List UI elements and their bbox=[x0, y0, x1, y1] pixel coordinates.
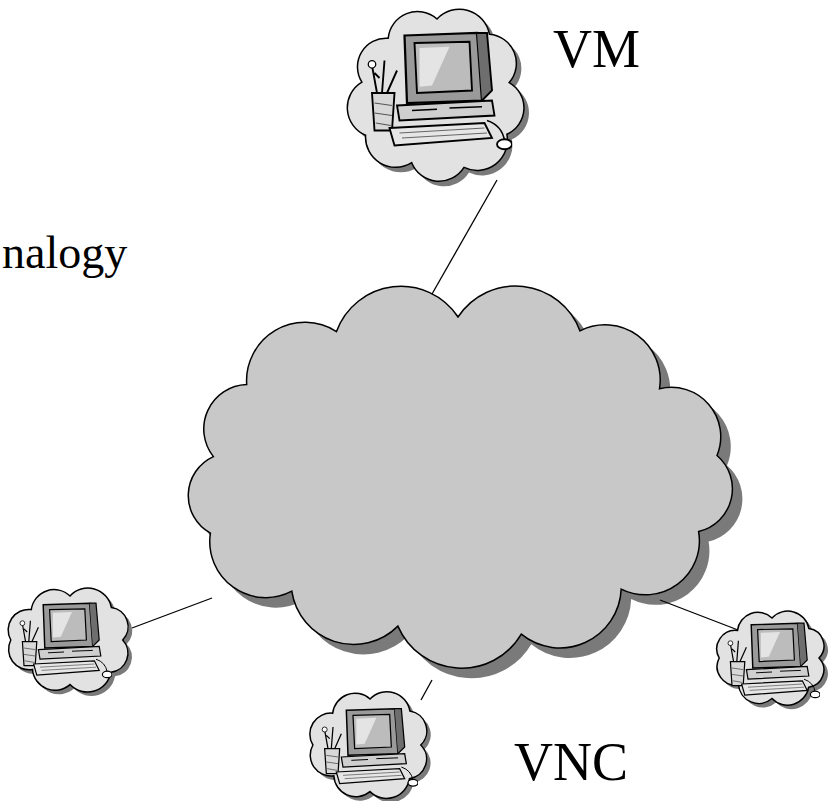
computer-icon bbox=[20, 603, 112, 677]
host-name: VM bbox=[553, 20, 640, 79]
computer-icon bbox=[728, 623, 820, 697]
host-cloud bbox=[310, 692, 427, 799]
host-cloud bbox=[717, 611, 824, 705]
computer-icon bbox=[322, 709, 418, 787]
host-cloud bbox=[8, 588, 128, 692]
host-cloud bbox=[347, 9, 524, 181]
slide-text: nalogy bbox=[2, 228, 127, 279]
host-name: VNC bbox=[514, 733, 628, 792]
computer-icon bbox=[368, 33, 512, 149]
host-label: VM bbox=[553, 20, 640, 79]
host-label: VNC bbox=[514, 733, 628, 792]
network-cloud bbox=[188, 286, 732, 668]
